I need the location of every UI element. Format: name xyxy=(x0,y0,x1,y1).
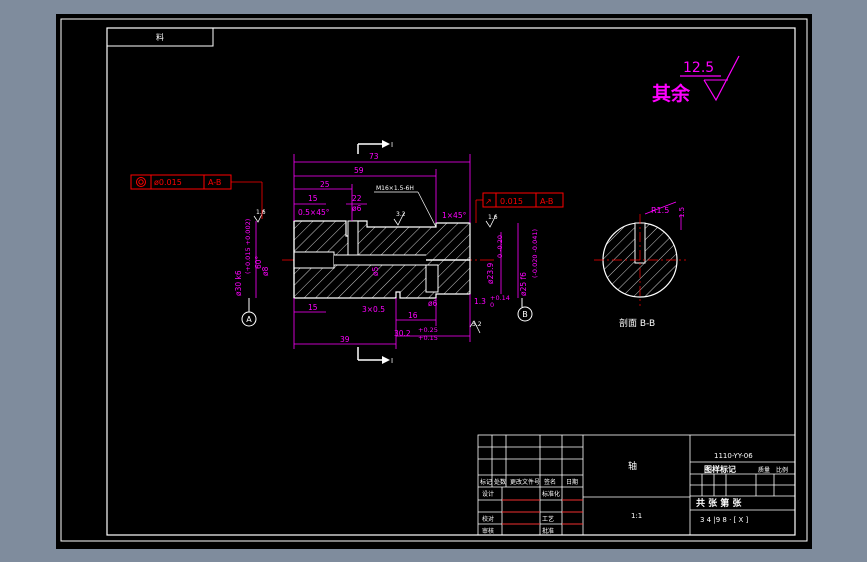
dim-1-5: 1.5 xyxy=(678,207,686,218)
dim-chamfer-2: 1×45° xyxy=(442,211,467,220)
fcf-right: ↗ 0.015 A-B xyxy=(475,192,564,223)
dim-25: 25 xyxy=(320,180,330,189)
dim-undercut: 3×0.5 xyxy=(362,305,385,314)
dim-15-bottom: 15 xyxy=(308,303,318,312)
shaft-bore xyxy=(293,251,335,269)
fcf-right-symbol: ↗ xyxy=(485,197,492,206)
dimension-texts: 73 59 25 15 22 ø6 0.5×45° 1×45° 15 3×0.5… xyxy=(234,152,539,344)
section-letter-top: I xyxy=(391,141,393,149)
tb-left-2: 审核 xyxy=(482,527,494,535)
tb-ratio: 比例 xyxy=(776,466,788,474)
roughness-symbol xyxy=(680,55,740,102)
tb-part-name: 轴 xyxy=(628,460,637,472)
dim-22: 22 xyxy=(352,194,362,203)
dim-16: 16 xyxy=(408,311,418,320)
tb-row-2: 更改文件号 xyxy=(510,478,540,486)
dim-1-3: 1.3 xyxy=(474,297,486,306)
roughness-prefix: 其余 xyxy=(652,82,691,105)
dim-73: 73 xyxy=(369,152,379,161)
roughness-value: 12.5 xyxy=(683,60,714,76)
rough-mark-b: 3.2 xyxy=(396,211,406,218)
dim-phi6: ø6 xyxy=(352,204,362,213)
dim-1-3-upper: +0.14 xyxy=(490,294,510,302)
thread-note: M16×1.5-6H xyxy=(376,185,414,192)
sheet-outer-border xyxy=(60,18,808,542)
dim-dia23: ø23.9 xyxy=(486,262,495,284)
tb-code: 1110-YY-06 xyxy=(714,452,753,460)
dim-30-2-lower: +0.15 xyxy=(418,334,438,342)
dim-dia25: ø25 f6 xyxy=(519,272,528,296)
title-block xyxy=(477,434,796,536)
tb-left-0: 设计 xyxy=(482,490,494,498)
section-letter-bottom: I xyxy=(391,357,393,365)
title-block-texts: 标记 处数 更改文件号 签名 日期 设计 校对 审核 标准化 工艺 批准 111… xyxy=(480,452,788,535)
section-caption: 剖面 B-B xyxy=(619,317,655,329)
cross-hole-2 xyxy=(425,264,439,293)
tb-row-3: 签名 xyxy=(544,478,556,486)
tb-row-0: 标记 xyxy=(480,478,492,486)
dim-r1-5: R1.5 xyxy=(651,206,669,215)
fcf-left-value: ø0.015 xyxy=(154,178,182,187)
fcf-right-value: 0.015 xyxy=(500,197,523,206)
cross-hole-1 xyxy=(347,220,359,256)
dim-dia30: ø30 k6 xyxy=(234,270,243,296)
tb-mid-2: 批准 xyxy=(542,527,554,535)
section-bb-view: R1.5 1.5 剖面 B-B xyxy=(594,201,686,329)
dim-dia25-tol: (-0.020 -0.041) xyxy=(531,229,539,278)
dim-dia30-tol: (+0.015 +0.002) xyxy=(244,219,252,274)
rough-mark-a: 1.6 xyxy=(256,209,266,216)
datum-markers: A B xyxy=(241,298,533,327)
top-label: 料 xyxy=(156,32,164,42)
dimension-lines xyxy=(255,154,519,349)
dim-39: 39 xyxy=(340,335,350,344)
dim-15: 15 xyxy=(308,194,318,203)
cad-drawing: 料 其余 12.5 I xyxy=(60,18,808,542)
shaft-view xyxy=(282,220,494,299)
datum-a-label: A xyxy=(246,315,252,324)
dim-30-2-upper: +0.25 xyxy=(418,326,438,334)
dim-30-2: 30.2 xyxy=(394,329,411,338)
fcf-left: ø0.015 A-B xyxy=(130,174,263,219)
sheet-inner-border xyxy=(106,27,796,536)
rough-mark-d: 3.2 xyxy=(472,321,482,328)
tb-material-header: 图样标记 xyxy=(704,464,736,474)
dim-phi6-b: ø6 xyxy=(428,299,438,308)
dim-59: 59 xyxy=(354,166,364,175)
rough-mark-c: 1.6 xyxy=(488,214,498,221)
tb-scale: 1:1 xyxy=(631,512,642,520)
top-label-box xyxy=(106,27,214,47)
datum-b-label: B xyxy=(522,310,528,319)
tb-row-4: 日期 xyxy=(566,478,578,486)
title-block-red-lines xyxy=(502,499,583,525)
bore-gap xyxy=(334,255,426,265)
tb-left-1: 校对 xyxy=(482,515,494,523)
local-roughness-marks: 1.6 3.2 1.6 3.2 xyxy=(256,209,498,328)
section-markers: I I xyxy=(357,140,393,365)
dim-chamfer-1: 0.5×45° xyxy=(298,208,330,217)
dim-1-3-lower: 0 xyxy=(490,301,494,309)
dim-angle: 60° xyxy=(254,255,263,269)
tb-mid-1: 工艺 xyxy=(542,515,554,523)
tb-sheet-info: 共 张 第 张 xyxy=(696,497,742,509)
fcf-right-datum: A-B xyxy=(540,197,553,206)
drawing-viewport[interactable]: 料 其余 12.5 I xyxy=(56,14,812,549)
dim-dia23-tol: 0 -0.20 xyxy=(496,235,504,258)
fcf-left-datum: A-B xyxy=(208,178,221,187)
tb-mass: 质量 xyxy=(758,466,770,474)
dim-phi8: ø8 xyxy=(261,266,270,276)
tb-row-1: 处数 xyxy=(494,478,506,486)
dim-phi5: ø5 xyxy=(371,266,380,276)
tb-mid-0: 标准化 xyxy=(542,490,560,498)
tb-sheet-row: 3 4 |9 8 · [ X ] xyxy=(700,516,749,524)
